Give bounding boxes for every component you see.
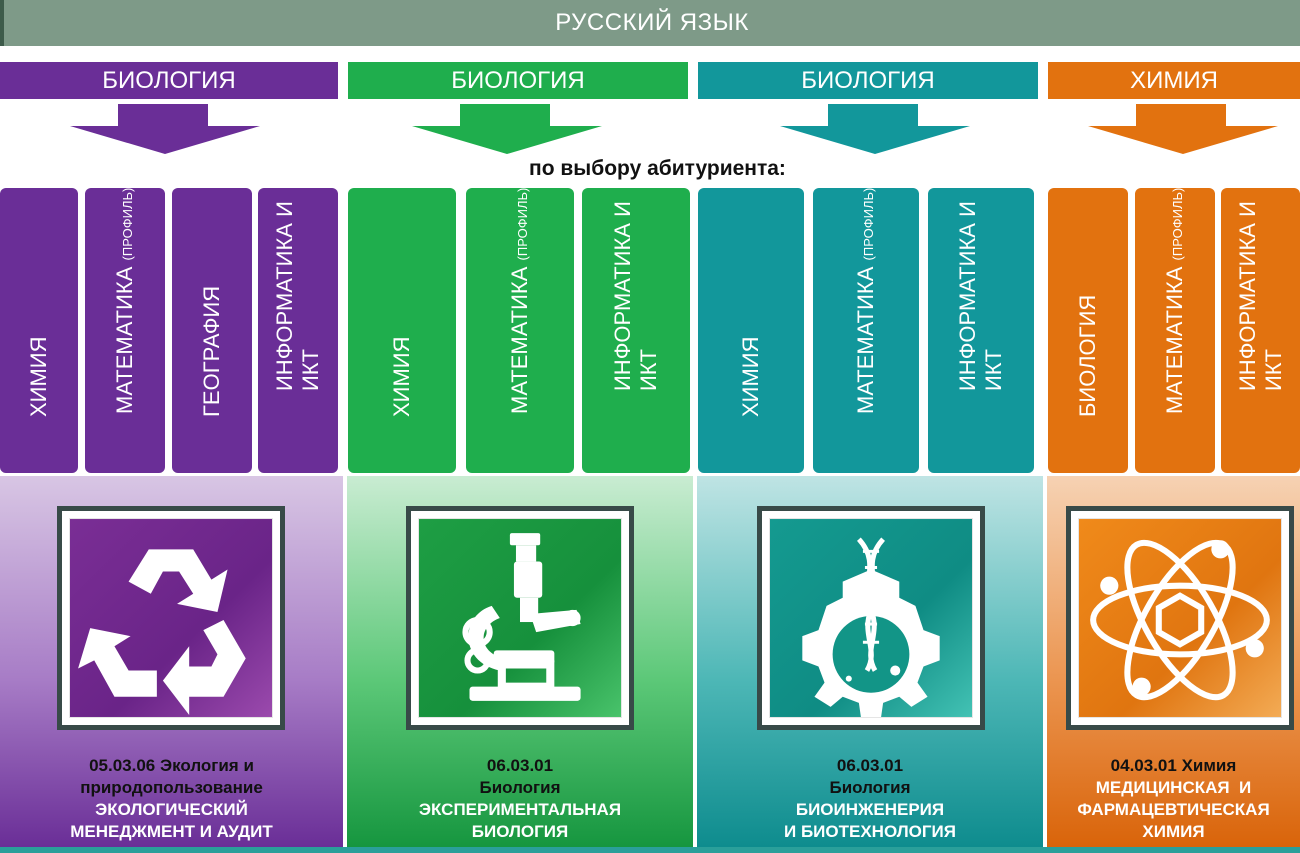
subject-name: МАТЕМАТИКА <box>1162 266 1187 414</box>
atom-icon <box>1078 518 1282 718</box>
program-profile-line: БИОИНЖЕНЕРИЯ <box>795 800 945 819</box>
program-caption: 06.03.01 Биология ЭКСПЕРИМЕНТАЛЬНАЯ БИОЛ… <box>347 755 693 843</box>
column-heading: БИОЛОГИЯ <box>348 62 688 99</box>
subject-line: ИНФОРМАТИКА И <box>1234 201 1260 391</box>
subject-name: МАТЕМАТИКА <box>853 266 878 414</box>
program-name: природопользование <box>80 778 263 797</box>
dna-flask-gear-icon <box>769 518 973 718</box>
selection-note: по выбору абитуриента: <box>529 157 786 180</box>
program-name: Биология <box>479 778 561 797</box>
program-profile-line: МЕНЕДЖМЕНТ И АУДИТ <box>70 822 273 841</box>
subject-card: МАТЕМАТИКА (ПРОФИЛЬ) <box>1135 188 1215 473</box>
subject-line: ИНФОРМАТИКА И <box>610 201 635 391</box>
down-arrow-icon <box>780 104 970 154</box>
down-arrow-icon <box>70 104 260 154</box>
program-profile-line: МЕДИЦИНСКАЯ И <box>1095 778 1252 797</box>
program-profile-line: ФАРМАЦЕВТИЧЕСКАЯ <box>1077 800 1270 819</box>
program-profile-line: ЭКСПЕРИМЕНТАЛЬНАЯ <box>418 800 622 819</box>
program-icon-frame <box>57 506 285 730</box>
subject-label: МАТЕМАТИКА (ПРОФИЛЬ) <box>507 188 536 414</box>
program-icon-frame <box>1066 506 1294 730</box>
subject-name: МАТЕМАТИКА <box>112 266 137 414</box>
subject-note: (ПРОФИЛЬ) <box>120 187 135 261</box>
subject-card: ХИМИЯ <box>698 188 804 473</box>
subject-card: ГЕОГРАФИЯ <box>172 188 252 473</box>
subject-card: ХИМИЯ <box>0 188 78 473</box>
title-bar: РУССКИЙ ЯЗЫК <box>4 0 1300 46</box>
subject-line: ИКТ <box>298 348 323 391</box>
column-heading: ХИМИЯ <box>1048 62 1300 99</box>
down-arrow-icon <box>1088 104 1278 154</box>
footer-bar <box>0 847 1300 853</box>
subject-card: ХИМИЯ <box>348 188 456 473</box>
subject-note: (ПРОФИЛЬ) <box>1170 187 1185 261</box>
subject-line: ИКТ <box>636 348 661 391</box>
subject-name: МАТЕМАТИКА <box>507 266 532 414</box>
subject-card: МАТЕМАТИКА (ПРОФИЛЬ) <box>85 188 165 473</box>
subject-label: ГЕОГРАФИЯ <box>199 285 224 417</box>
program-profile-line: ЭКОЛОГИЧЕСКИЙ <box>95 800 248 819</box>
program-caption: 06.03.01 Биология БИОИНЖЕНЕРИЯ И БИОТЕХН… <box>697 755 1043 843</box>
subject-note: (ПРОФИЛЬ) <box>515 187 530 261</box>
program-caption: 04.03.01 Химия МЕДИЦИНСКАЯ И ФАРМАЦЕВТИЧ… <box>1047 755 1300 843</box>
subject-label: ХИМИЯ <box>26 336 51 417</box>
program-code: 05.03.06 Экология и <box>89 756 254 775</box>
subject-note: (ПРОФИЛЬ) <box>861 187 876 261</box>
program-code: 04.03.01 Химия <box>1110 756 1237 775</box>
program-name: Биология <box>829 778 911 797</box>
program-profile-line: ХИМИЯ <box>1142 822 1205 841</box>
page-title: РУССКИЙ ЯЗЫК <box>555 9 749 36</box>
subject-label: ХИМИЯ <box>389 336 414 417</box>
program-code: 06.03.01 <box>486 756 554 775</box>
program-caption: 05.03.06 Экология и природопользование Э… <box>0 755 343 843</box>
subject-line: ИКТ <box>981 348 1006 391</box>
program-profile-line: БИОЛОГИЯ <box>471 822 569 841</box>
down-arrow-icon <box>412 104 602 154</box>
column-heading: БИОЛОГИЯ <box>0 62 338 99</box>
subject-line: ИНФОРМАТИКА И <box>955 201 980 391</box>
program-icon-frame <box>406 506 634 730</box>
title-bar-edge <box>0 0 4 46</box>
microscope-icon <box>418 518 622 718</box>
program-code: 06.03.01 <box>836 756 904 775</box>
subject-label: ХИМИЯ <box>738 336 763 417</box>
program-icon-frame <box>757 506 985 730</box>
subject-card: БИОЛОГИЯ <box>1048 188 1128 473</box>
subject-card: МАТЕМАТИКА (ПРОФИЛЬ) <box>813 188 919 473</box>
subject-label: МАТЕМАТИКА (ПРОФИЛЬ) <box>853 188 882 414</box>
subject-line: ИНФОРМАТИКА И <box>272 201 297 391</box>
column-heading: БИОЛОГИЯ <box>698 62 1038 99</box>
subject-line: ИКТ <box>1260 348 1286 391</box>
recycle-icon <box>69 518 273 718</box>
subject-label: МАТЕМАТИКА (ПРОФИЛЬ) <box>112 188 141 414</box>
subject-card: МАТЕМАТИКА (ПРОФИЛЬ) <box>466 188 574 473</box>
program-profile-line: И БИОТЕХНОЛОГИЯ <box>784 822 956 841</box>
subject-label: БИОЛОГИЯ <box>1075 294 1100 417</box>
subject-label: МАТЕМАТИКА (ПРОФИЛЬ) <box>1162 188 1191 414</box>
